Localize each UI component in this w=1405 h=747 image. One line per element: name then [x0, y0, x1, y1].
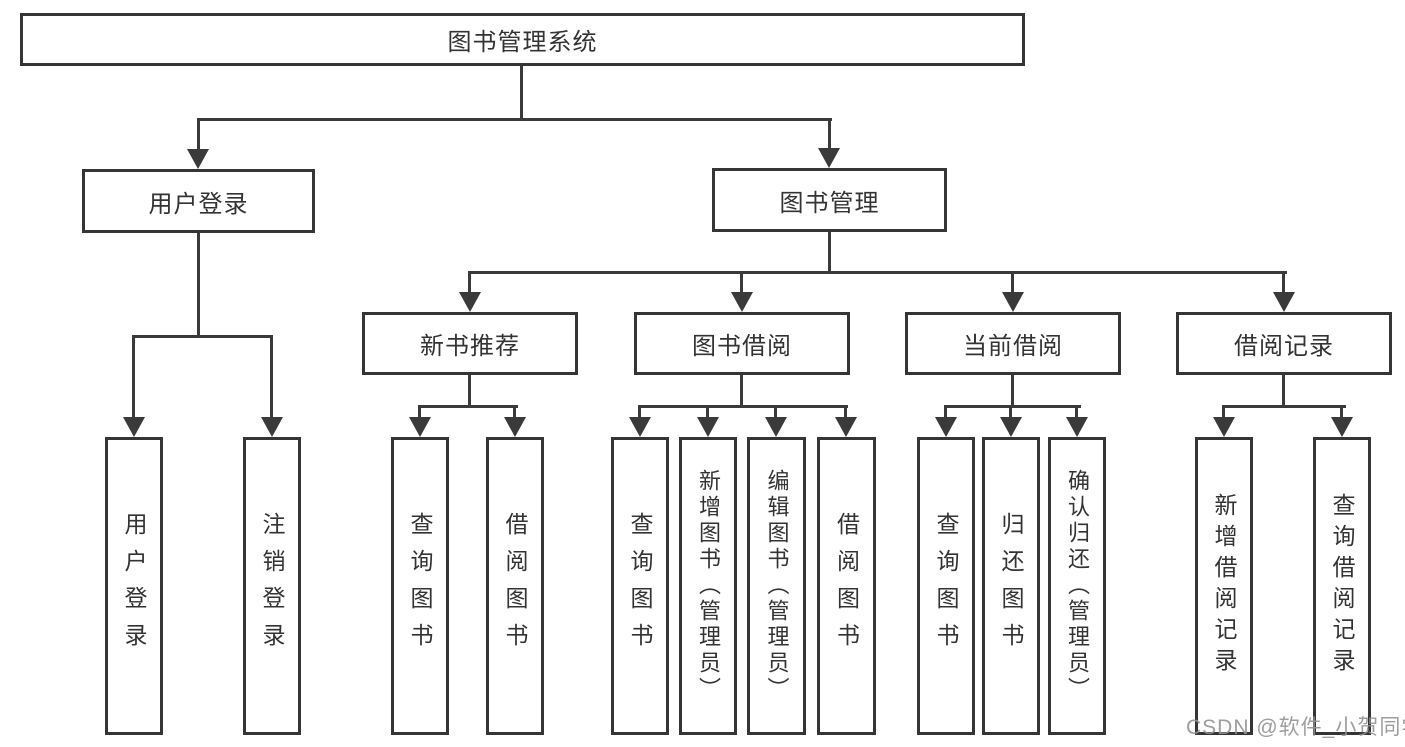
connector-line: [944, 405, 1081, 408]
node-book-borrow: 图书借阅: [634, 312, 850, 375]
connector-line: [197, 233, 200, 338]
leaf-edit-books-admin: 编辑图书（管理员）: [747, 437, 806, 735]
leaf-query-books-recommend: 查询图书: [391, 437, 449, 735]
leaf-borrow-books: 借阅图书: [817, 437, 876, 735]
arrowhead-icon: [1000, 417, 1022, 437]
leaf-query-books-current: 查询图书: [917, 437, 975, 735]
connector-line: [1282, 375, 1285, 408]
node-book-management: 图书管理: [712, 168, 947, 232]
leaf-borrow-books-recommend: 借阅图书: [486, 437, 544, 735]
arrowhead-icon: [818, 148, 840, 168]
leaf-confirm-return-admin: 确认归还（管理员）: [1048, 437, 1106, 735]
connector-line: [418, 405, 421, 419]
arrowhead-icon: [731, 292, 753, 312]
connector-line: [1222, 405, 1225, 419]
arrowhead-icon: [459, 292, 481, 312]
node-root-system: 图书管理系统: [20, 13, 1025, 66]
leaf-add-borrow-record: 新增借阅记录: [1195, 437, 1253, 735]
connector-line: [1011, 271, 1014, 295]
connector-line: [638, 405, 848, 408]
connector-line: [740, 271, 743, 295]
connector-line: [1009, 405, 1012, 419]
arrowhead-icon: [123, 417, 145, 437]
leaf-return-books: 归还图书: [982, 437, 1040, 735]
connector-line: [132, 335, 135, 419]
arrowhead-icon: [765, 417, 787, 437]
arrowhead-icon: [409, 417, 431, 437]
connector-line: [706, 405, 709, 419]
arrowhead-icon: [1273, 292, 1295, 312]
leaf-query-books-borrow: 查询图书: [611, 437, 669, 735]
connector-line: [468, 375, 471, 408]
connector-line: [468, 271, 471, 295]
connector-line: [513, 405, 516, 419]
arrowhead-icon: [1066, 417, 1088, 437]
arrowhead-icon: [1213, 417, 1235, 437]
node-user-login: 用户登录: [82, 169, 315, 233]
node-current-borrow: 当前借阅: [905, 312, 1121, 375]
connector-line: [828, 118, 831, 151]
connector-line: [1282, 271, 1285, 295]
connector-line: [638, 405, 641, 419]
connector-line: [418, 405, 518, 408]
node-new-book-recommend: 新书推荐: [362, 312, 578, 375]
connector-line: [1011, 375, 1014, 408]
arrowhead-icon: [187, 149, 209, 169]
leaf-add-books-admin: 新增图书（管理员）: [679, 437, 737, 735]
connector-line: [844, 405, 847, 419]
connector-line: [468, 271, 1287, 274]
connector-line: [270, 335, 273, 419]
csdn-watermark: CSDN @软件_小贺同学: [1186, 716, 1405, 739]
leaf-logout: 注销登录: [243, 437, 301, 735]
connector-line: [520, 66, 523, 120]
connector-line: [1340, 405, 1343, 419]
connector-line: [1075, 405, 1078, 419]
arrowhead-icon: [261, 417, 283, 437]
arrowhead-icon: [1331, 417, 1353, 437]
connector-line: [197, 118, 200, 152]
arrowhead-icon: [629, 417, 651, 437]
arrowhead-icon: [835, 417, 857, 437]
node-borrow-records: 借阅记录: [1176, 312, 1392, 375]
connector-line: [740, 375, 743, 408]
arrowhead-icon: [935, 417, 957, 437]
arrowhead-icon: [697, 417, 719, 437]
connector-line: [774, 405, 777, 419]
arrowhead-icon: [504, 417, 526, 437]
connector-line: [828, 232, 831, 274]
connector-line: [132, 335, 273, 338]
connector-line: [1222, 405, 1346, 408]
leaf-query-borrow-record: 查询借阅记录: [1313, 437, 1371, 735]
arrowhead-icon: [1002, 292, 1024, 312]
connector-line: [944, 405, 947, 419]
leaf-user-login: 用户登录: [105, 437, 163, 735]
connector-line: [197, 118, 832, 121]
